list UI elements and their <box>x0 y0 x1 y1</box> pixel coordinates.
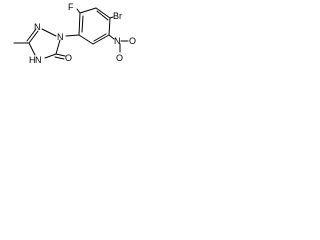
atom-nitro-o2-label: O <box>116 53 123 63</box>
bond-c1-c2-double <box>81 15 84 33</box>
bond-c2-f <box>76 8 81 14</box>
bond-c2-c3 <box>79 7 97 14</box>
atom-nitro-o1-label: O <box>129 36 136 46</box>
bond-n2-c3 <box>28 30 39 44</box>
bond-c6-c1 <box>78 34 94 45</box>
bond-c1-triazole-n <box>65 34 80 37</box>
atom-triazole-n4-label: N <box>35 55 42 65</box>
bond-c4-c5 <box>108 17 111 36</box>
atom-carbonyl-o-label: O <box>65 53 72 63</box>
bond-c5-c6-double <box>93 33 107 42</box>
bond-c5-c6 <box>92 34 110 45</box>
triazolone-ring <box>13 28 66 60</box>
bond-c5-nitro <box>108 34 115 40</box>
bond-c5-o-double <box>54 56 65 60</box>
atom-bromine-label: Br <box>113 11 122 21</box>
benzene-ring <box>78 7 111 45</box>
chemical-structure-diagram: F Br N O O N N N H O <box>13 2 136 65</box>
bond-n1-n2 <box>41 28 57 37</box>
bond-c3-c4 <box>95 7 111 19</box>
bond-c5-o <box>55 53 66 57</box>
bond-n2-c3-double <box>26 28 37 42</box>
bond-c5-n1 <box>55 39 61 55</box>
bond-c3-n4 <box>28 42 36 56</box>
atom-triazole-n2-label: N <box>34 22 41 32</box>
atom-triazole-h-label: H <box>29 55 36 65</box>
bond-n4-c5 <box>44 53 57 59</box>
bond-c1-c2 <box>78 12 81 36</box>
bond-c3-c4-double <box>96 10 109 21</box>
atom-nitro-n-label: N <box>114 36 121 46</box>
atom-triazole-n1-label: N <box>57 32 64 42</box>
bond-c4-br <box>109 16 114 19</box>
atom-fluorine-label: F <box>68 2 74 12</box>
benzene-substituents <box>65 8 129 53</box>
